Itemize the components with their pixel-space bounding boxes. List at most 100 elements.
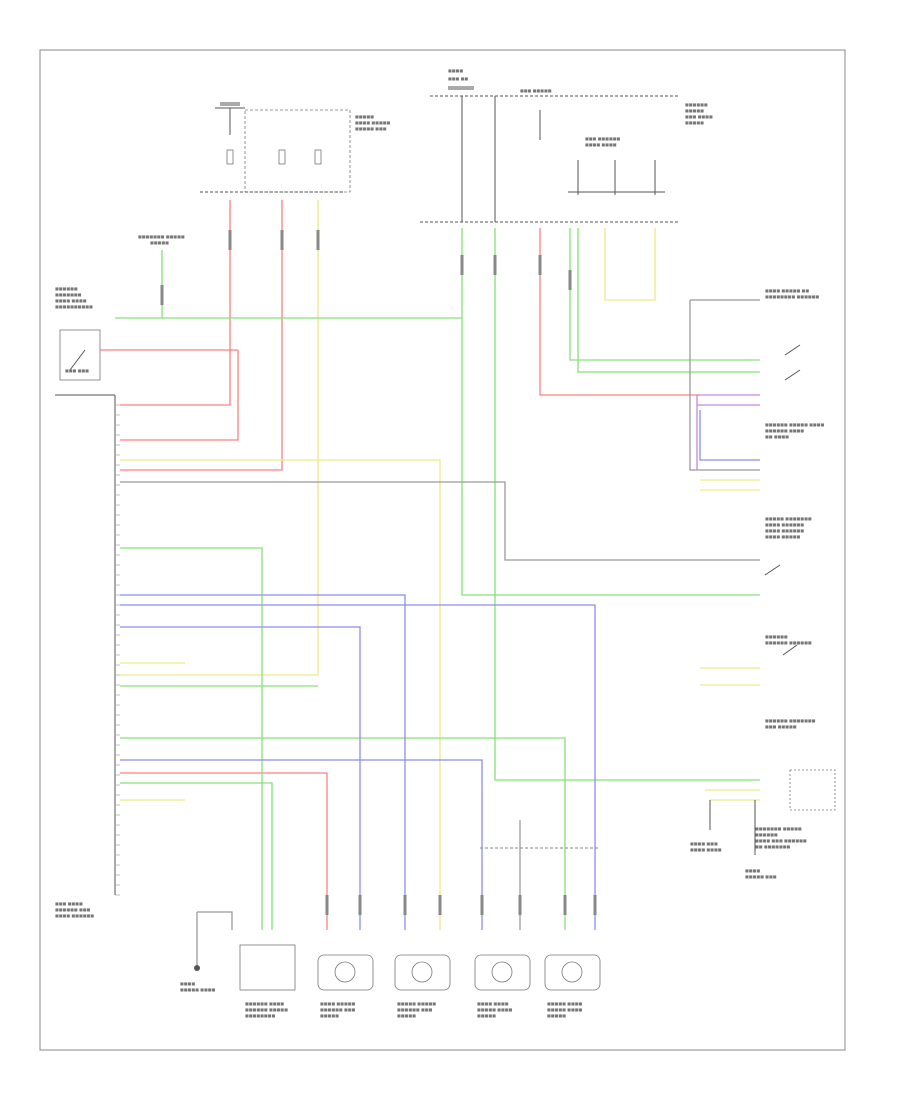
svg-text:■■■■ ■■■■■ ■■: ■■■■ ■■■■■ ■■ bbox=[765, 288, 809, 293]
svg-text:■■■■ ■■■■: ■■■■ ■■■■ bbox=[690, 847, 722, 852]
svg-text:■■■■■: ■■■■■ bbox=[477, 1013, 496, 1018]
wire-connector-marker bbox=[280, 230, 284, 250]
svg-text:■■■■■■ ■■■■: ■■■■■■ ■■■■ bbox=[765, 428, 804, 433]
wire-connector-marker bbox=[568, 270, 572, 290]
wire-blue-5 bbox=[699, 410, 760, 461]
wire-red-6 bbox=[120, 772, 328, 930]
svg-text:■■■■■: ■■■■■ bbox=[397, 1013, 416, 1018]
svg-text:■■■■ ■■■ ■■■■■■: ■■■■ ■■■ ■■■■■■ bbox=[755, 838, 807, 843]
svg-text:■■ ■■■■■■■: ■■ ■■■■■■■ bbox=[755, 844, 791, 849]
ground-symbol: ■■■■ ■■■■■ ■■■■ bbox=[180, 965, 216, 992]
wire-red-4 bbox=[120, 200, 283, 471]
wire-yellow-1 bbox=[120, 459, 441, 930]
wire-connector-marker bbox=[593, 895, 597, 915]
wire-blue-4 bbox=[120, 759, 483, 930]
svg-text:■■■■■■■■ ■■■■■■: ■■■■■■■■ ■■■■■■ bbox=[765, 294, 819, 299]
svg-text:■■■■■■: ■■■■■■ bbox=[685, 102, 708, 107]
svg-text:■■■■■■ ■■■■■■■: ■■■■■■ ■■■■■■■ bbox=[765, 718, 816, 723]
wire-red-2 bbox=[120, 350, 239, 441]
svg-text:■■■■■ ■■■■■■■: ■■■■■ ■■■■■■■ bbox=[765, 516, 812, 521]
central-junction-box: ■■■■ ■■■ ■■ ■■■ ■■■■■ ■■■■■■ ■■■■■ ■■■ ■… bbox=[420, 68, 713, 223]
svg-text:■■■■■■ ■■■■■: ■■■■■■ ■■■■■ bbox=[245, 1007, 288, 1012]
svg-text:■■■■■■ ■■■■■ ■■■■: ■■■■■■ ■■■■■ ■■■■ bbox=[765, 422, 824, 427]
svg-text:■■■■ ■■■■: ■■■■ ■■■■ bbox=[585, 142, 617, 147]
svg-text:■■■■■: ■■■■■ bbox=[320, 1013, 339, 1018]
svg-text:■■■■■ ■■■■: ■■■■■ ■■■■ bbox=[180, 987, 216, 992]
ground-switch: ■■■■■■ ■■■■■■■ ■■■■ ■■■■ ■■■■■■■■■■ ■■■ … bbox=[55, 234, 185, 381]
wire-yellow-3 bbox=[604, 228, 656, 301]
wire-green-7 bbox=[494, 228, 760, 781]
svg-text:■■■ ■■■■■■: ■■■ ■■■■■■ bbox=[585, 136, 621, 141]
svg-text:■■■■ ■■■: ■■■■ ■■■ bbox=[690, 841, 718, 846]
abs-pin-labels bbox=[115, 404, 120, 896]
wire-green-4 bbox=[120, 547, 263, 930]
wire-blue-2 bbox=[120, 604, 596, 930]
wire-connector-marker bbox=[160, 285, 164, 305]
wss-lr: ■■■■ ■■■■ ■■■■■ ■■■■ ■■■■■ bbox=[474, 954, 531, 1018]
svg-text:■■■■■: ■■■■■ bbox=[685, 108, 704, 113]
svg-text:■■■ ■■: ■■■ ■■ bbox=[448, 76, 468, 81]
wire-connector-marker bbox=[493, 255, 497, 275]
wire-connector-marker bbox=[460, 255, 464, 275]
svg-text:■■■■ ■■■■■: ■■■■ ■■■■■ bbox=[320, 1001, 356, 1006]
wire-connector-marker bbox=[518, 895, 522, 915]
svg-text:■■■■■ ■■■■: ■■■■■ ■■■■ bbox=[547, 1001, 583, 1006]
svg-text:■■■■■: ■■■■■ bbox=[355, 114, 374, 119]
wire-gray-1 bbox=[120, 481, 760, 561]
wire-connector-marker bbox=[325, 895, 329, 915]
svg-text:■■■■■■■■: ■■■■■■■■ bbox=[245, 1013, 275, 1018]
wire-green-5 bbox=[120, 737, 566, 930]
wire-green-8 bbox=[569, 228, 690, 361]
connector-block-bottom: ■■■■■■ ■■■■ ■■■■■■ ■■■■■ ■■■■■■■■ bbox=[239, 944, 296, 1018]
svg-text:■■■■ ■■■■: ■■■■ ■■■■ bbox=[477, 1001, 509, 1006]
svg-text:■■■ ■■■■: ■■■ ■■■■ bbox=[55, 901, 83, 906]
wire-connector-marker bbox=[358, 895, 362, 915]
wire-green-6 bbox=[120, 782, 273, 930]
svg-text:■■■■: ■■■■ bbox=[745, 868, 760, 873]
diagram-border bbox=[39, 49, 846, 1051]
svg-text:■■■■■ ■■■■: ■■■■■ ■■■■ bbox=[547, 1007, 583, 1012]
wire-connector-marker bbox=[563, 895, 567, 915]
svg-text:■■■ ■■■: ■■■ ■■■ bbox=[65, 368, 89, 373]
wire-green-9 bbox=[577, 228, 690, 373]
svg-text:■■■■■ ■■■: ■■■■■ ■■■ bbox=[355, 126, 387, 131]
svg-text:■■■■■: ■■■■■ bbox=[547, 1013, 566, 1018]
brake-switch: ■■■■ ■■■■■ ■■ ■■■■■■■■ ■■■■■■ ■■■■■■ ■■■… bbox=[765, 288, 824, 439]
steering-angle-sensor: ■■■■■ ■■■■■■■ ■■■■ ■■■■■■ ■■■■ ■■■■■■ ■■… bbox=[764, 516, 812, 576]
wire-blue-1 bbox=[120, 594, 406, 930]
wire-connector-marker bbox=[538, 255, 542, 275]
svg-text:■■■■■■■ ■■■■■: ■■■■■■■ ■■■■■ bbox=[138, 234, 185, 239]
abs-module-connector: ■■■ ■■■■ ■■■■■■ ■■■ ■■■■ ■■■■■■ bbox=[55, 394, 116, 918]
svg-text:■■■■■■: ■■■■■■ bbox=[55, 286, 78, 291]
svg-text:■■■■■■: ■■■■■■ bbox=[765, 634, 788, 639]
svg-text:■■■■■■■: ■■■■■■■ bbox=[55, 292, 82, 297]
wss-rr: ■■■■■ ■■■■ ■■■■■ ■■■■ ■■■■■ bbox=[544, 954, 601, 1018]
wire-blue-3 bbox=[120, 626, 361, 930]
wire-connector-marker bbox=[316, 230, 320, 250]
svg-text:■■■■■ ■■■: ■■■■■ ■■■ bbox=[745, 874, 777, 879]
wire-red-1 bbox=[120, 200, 231, 406]
svg-text:■■■■■■■ ■■■■■: ■■■■■■■ ■■■■■ bbox=[755, 826, 802, 831]
svg-text:■■■■ ■■■■■■: ■■■■ ■■■■■■ bbox=[55, 913, 94, 918]
svg-text:■■■ ■■■■: ■■■ ■■■■ bbox=[685, 114, 713, 119]
wire-connector-marker bbox=[480, 895, 484, 915]
svg-text:■■■■■■ ■■■: ■■■■■■ ■■■ bbox=[397, 1007, 433, 1012]
svg-text:■■■ ■■■■■: ■■■ ■■■■■ bbox=[765, 724, 797, 729]
yaw-rate-sensor: ■■■■■■■ ■■■■■ ■■■■■■ ■■■■ ■■■ ■■■■■■ ■■ … bbox=[690, 769, 836, 879]
parking-brake-switch: ■■■■■■ ■■■■■■ ■■■■■■ ■■■■■■ ■■■■■■■ ■■■ … bbox=[765, 634, 816, 729]
svg-text:■■ ■■■■: ■■ ■■■■ bbox=[765, 434, 789, 439]
svg-text:■■■■ ■■■■: ■■■■ ■■■■ bbox=[55, 298, 87, 303]
svg-text:■■■■■■ ■■■: ■■■■■■ ■■■ bbox=[320, 1007, 356, 1012]
svg-text:■■■■ ■■■■■: ■■■■ ■■■■■ bbox=[765, 534, 801, 539]
engine-fuse-box: ■■■■■ ■■■■ ■■■■■ ■■■■■ ■■■ bbox=[200, 102, 391, 193]
wire-gray-6 bbox=[197, 911, 233, 930]
svg-text:■■■■ ■■■■■■: ■■■■ ■■■■■■ bbox=[765, 528, 804, 533]
wss-rf: ■■■■■ ■■■■■ ■■■■■■ ■■■ ■■■■■ bbox=[394, 954, 451, 1018]
wss-lf: ■■■■ ■■■■■ ■■■■■■ ■■■ ■■■■■ bbox=[317, 954, 374, 1018]
svg-text:■■■■■■ ■■■■: ■■■■■■ ■■■■ bbox=[245, 1001, 284, 1006]
wire-gray-2 bbox=[689, 300, 760, 471]
svg-text:■■■■■ ■■■■: ■■■■■ ■■■■ bbox=[477, 1007, 513, 1012]
svg-text:■■■■: ■■■■ bbox=[180, 981, 195, 986]
svg-text:■■■■■: ■■■■■ bbox=[685, 120, 704, 125]
